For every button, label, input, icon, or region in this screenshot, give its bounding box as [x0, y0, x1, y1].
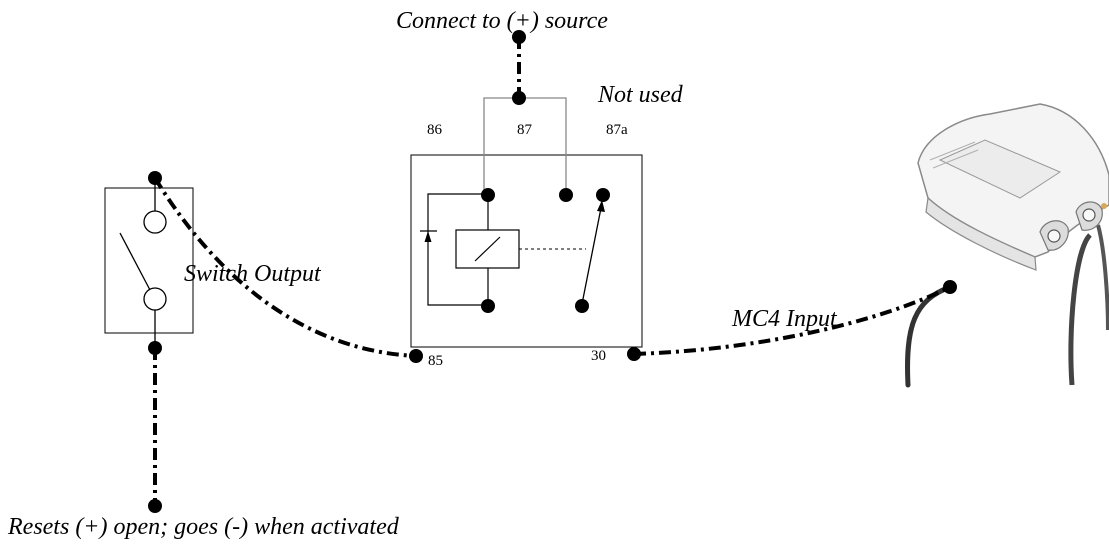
- resets-label: Resets (+) open; goes (-) when activated: [8, 514, 399, 540]
- pin-86-label: 86: [427, 122, 442, 138]
- relay-terminal-coil-bottom: [481, 299, 495, 313]
- relay-body: [410, 154, 643, 348]
- relay-switch-arm: [581, 202, 603, 305]
- switch-output-label: Switch Output: [184, 261, 321, 287]
- pin-87a-label: 87a: [606, 122, 628, 138]
- dot-relay-30: [627, 347, 641, 361]
- dot-source-bottom: [512, 91, 526, 105]
- dot-source-top: [512, 30, 526, 44]
- mc4-input-label: MC4 Input: [732, 306, 837, 332]
- switch-upper-contact: [143, 210, 167, 234]
- mc4-label-panel: [938, 139, 1062, 199]
- relay-terminal-87a: [596, 188, 610, 202]
- switch-blade: [119, 232, 151, 291]
- dot-reset-end: [148, 499, 162, 513]
- mc4-cable: [905, 284, 953, 388]
- relay: [410, 97, 643, 348]
- dot-switch-bottom: [148, 341, 162, 355]
- pin-87-label: 87: [517, 122, 532, 138]
- switch-symbol-icon: [104, 178, 194, 348]
- relay-diode-arrow: [424, 231, 432, 242]
- switch-body: [104, 187, 194, 334]
- relay-terminal-arm-bottom: [575, 299, 589, 313]
- relay-arm-arrowhead: [597, 200, 605, 212]
- mc4-cable-2: [1068, 233, 1092, 386]
- not-used-label: Not used: [598, 82, 683, 108]
- switch-lower-contact: [143, 287, 167, 311]
- pin-30-label: 30: [591, 348, 606, 364]
- connect-source-label: Connect to (+) source: [396, 8, 608, 34]
- wires: [153, 37, 951, 506]
- wire-switch-output: [153, 176, 417, 358]
- wire-end-dots: [148, 30, 957, 513]
- mc4-housing-front: [925, 196, 1037, 271]
- relay-top-bridge: [483, 97, 567, 194]
- pin-85-label: 85: [428, 353, 443, 369]
- relay-terminal-86: [481, 188, 495, 202]
- dot-relay-85: [409, 349, 423, 363]
- relay-diode-branch: [427, 193, 488, 306]
- dot-mc4-end: [943, 280, 957, 294]
- relay-terminal-87: [559, 188, 573, 202]
- dot-switch-top: [148, 171, 162, 185]
- mc4-cable-3: [1096, 224, 1109, 331]
- relay-coil-slash: [474, 236, 501, 262]
- mc4-device-icon: [905, 103, 1109, 388]
- wire-mc4-input: [633, 285, 951, 356]
